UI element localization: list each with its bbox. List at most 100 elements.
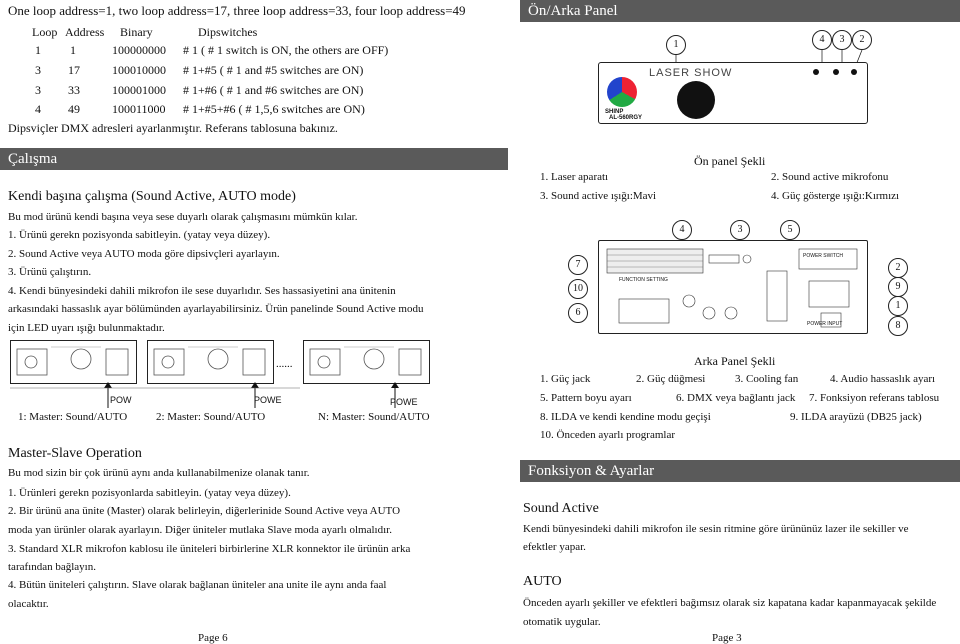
table-cell: 17 [68,63,80,77]
front-item: 1. Laser aparatı [540,171,609,183]
table-cell: # 1+#6 ( # 1 and #6 switches are ON) [183,83,364,97]
rear-item: 3. Cooling fan [735,373,799,385]
table-cell: # 1+#5 ( # 1 and #5 switches are ON) [183,63,364,77]
table-cell: 100011000 [112,102,166,116]
rear-callout-6: 6 [568,303,588,323]
ms-line: olacaktır. [8,598,49,610]
rear-item: 7. Fonksiyon referans tablosu [809,392,940,404]
auto-mode-heading: Kendi başına çalışma (Sound Active, AUTO… [8,189,296,204]
rear-item: 1. Güç jack [540,373,591,385]
table-cell: 3 [35,63,41,77]
rear-callout-1: 1 [888,296,908,316]
power-arrow-head-2 [251,382,259,388]
front-caption: Ön panel Şekli [694,154,766,168]
function-title: Fonksiyon & Ayarlar [528,463,655,479]
dipswitch-note: Dipsviçler DMX adresleri ayarlanmıştır. … [8,121,338,135]
unit-caption-n: N: Master: Sound/AUTO [318,411,430,423]
unit-1-image [10,340,137,384]
auto-line: arkasındaki hassaslık ayar bölümünden ay… [8,303,424,315]
table-header-binary: Binary [120,25,153,39]
rear-item: 8. ILDA ve kendi kendine modu geçişi [540,411,711,423]
rear-item: 9. ILDA arayüzü (DB25 jack) [790,411,922,423]
ms-line: 3. Standard XLR mikrofon kablosu ile üni… [8,543,411,555]
table-header-dipswitches: Dipswitches [198,25,258,39]
sound-active-heading: Sound Active [523,501,599,516]
front-model: AL-560RGY [609,115,643,121]
rear-item: 6. DMX veya bağlantı jack [676,392,796,404]
table-cell: # 1+#5+#6 ( # 1,5,6 switches are ON) [183,102,365,116]
table-cell: 1 [70,43,76,57]
unit-1-drawing [16,346,129,376]
front-item: 3. Sound active ışığı:Mavi [540,190,657,202]
unit-n-image [303,340,430,384]
laser-aperture-icon [677,81,715,119]
table-cell: # 1 ( # 1 switch is ON, the others are O… [183,43,389,57]
rear-callout-10: 10 [568,279,588,299]
auto-line-right: Önceden ayarlı şekiller ve efektleri bağ… [523,597,937,609]
table-cell: 100010000 [112,63,166,77]
auto-line: Bu mod ürünü kendi başına veya sese duya… [8,211,358,223]
ms-line: tarafından bağlayın. [8,561,96,573]
front-rear-title: Ön/Arka Panel [528,3,618,19]
rear-callout-3: 3 [730,220,750,240]
unit-caption-2: 2: Master: Sound/AUTO [156,411,266,423]
diagram-dots: ...... [276,358,293,370]
sound-led-icon [833,69,839,75]
front-callout-3: 3 [832,30,852,50]
auto-line: 4. Kendi bünyesindeki dahili mikrofon il… [8,285,396,297]
front-panel-box: SHINP LASER SHOW AL-560RGY [598,62,868,124]
rear-label-power-switch: POWER SWITCH [803,253,843,259]
auto-line: 2. Sound Active veya AUTO moda göre dips… [8,248,280,260]
rear-item: 10. Önceden ayarlı programlar [540,429,675,441]
rear-callout-4: 4 [672,220,692,240]
power-arrow-head-1 [104,382,112,388]
master-slave-heading: Master-Slave Operation [8,446,142,461]
ms-line: 1. Ürünleri gerekn pozisyonlarda sabitle… [8,487,291,499]
front-callout-4: 4 [812,30,832,50]
rear-caption: Arka Panel Şekli [694,354,776,368]
front-item: 4. Güç gösterge ışığı:Kırmızı [771,190,900,202]
sound-line: Kendi bünyesindeki dahili mikrofon ile s… [523,523,909,535]
brand-logo-icon [607,77,637,107]
rear-item: 2. Güç düğmesi [636,373,706,385]
table-header-loop: Loop [32,25,58,39]
table-cell: 100000000 [112,43,166,57]
address-intro: One loop address=1, two loop address=17,… [8,3,466,18]
ms-line: moda yan ürünler olarak ayarlayın. Diğer… [8,524,392,536]
unit-2-drawing [153,346,266,376]
power-label-2: POWE [254,395,282,405]
front-brand: SHINP [605,109,624,115]
section-bar-front-rear: Ön/Arka Panel [520,0,960,22]
table-cell: 49 [68,102,80,116]
front-callout-2: 2 [852,30,872,50]
rear-item: 5. Pattern boyu ayarı [540,392,632,404]
auto-line: 3. Ürünü çalıştırın. [8,266,92,278]
ms-line: Bu mod sizin bir çok ürünü aynı anda kul… [8,467,310,479]
rear-panel-box: FUNCTION SETTING POWER SWITCH POWER INPU… [598,240,868,334]
table-header-address: Address [65,25,105,39]
unit-2-image [147,340,274,384]
auto-line: 1. Ürünü gerekn pozisyonda sabitleyin. (… [8,229,271,241]
power-arrow-head-3 [391,382,399,388]
rear-item: 4. Audio hassaslık ayarı [830,373,936,385]
rear-callout-2: 2 [888,258,908,278]
table-cell: 3 [35,83,41,97]
ms-line: 4. Bütün üniteleri çalıştırın. Slave ola… [8,579,387,591]
rear-callout-5: 5 [780,220,800,240]
table-cell: 1 [35,43,41,57]
sound-line: efektler yapar. [523,541,586,553]
front-item: 2. Sound active mikrofonu [771,171,889,183]
auto-line: için LED uyarı ışığı bulunmaktadır. [8,322,165,334]
ms-line: 2. Bir ürünü ana ünite (Master) olarak b… [8,505,401,517]
page-number-left: Page 6 [198,632,228,644]
power-arrows [10,382,399,408]
table-cell: 100001000 [112,83,166,97]
unit-caption-1: 1: Master: Sound/AUTO [18,411,128,423]
rear-callout-7: 7 [568,255,588,275]
microphone-icon [851,69,857,75]
section-bar-function: Fonksiyon & Ayarlar [520,460,960,482]
auto-heading: AUTO [523,574,562,589]
power-label-3: POWE [390,397,418,407]
rear-label-power-input: POWER INPUT [807,321,843,327]
rear-label-function: FUNCTION SETTING [619,277,668,283]
